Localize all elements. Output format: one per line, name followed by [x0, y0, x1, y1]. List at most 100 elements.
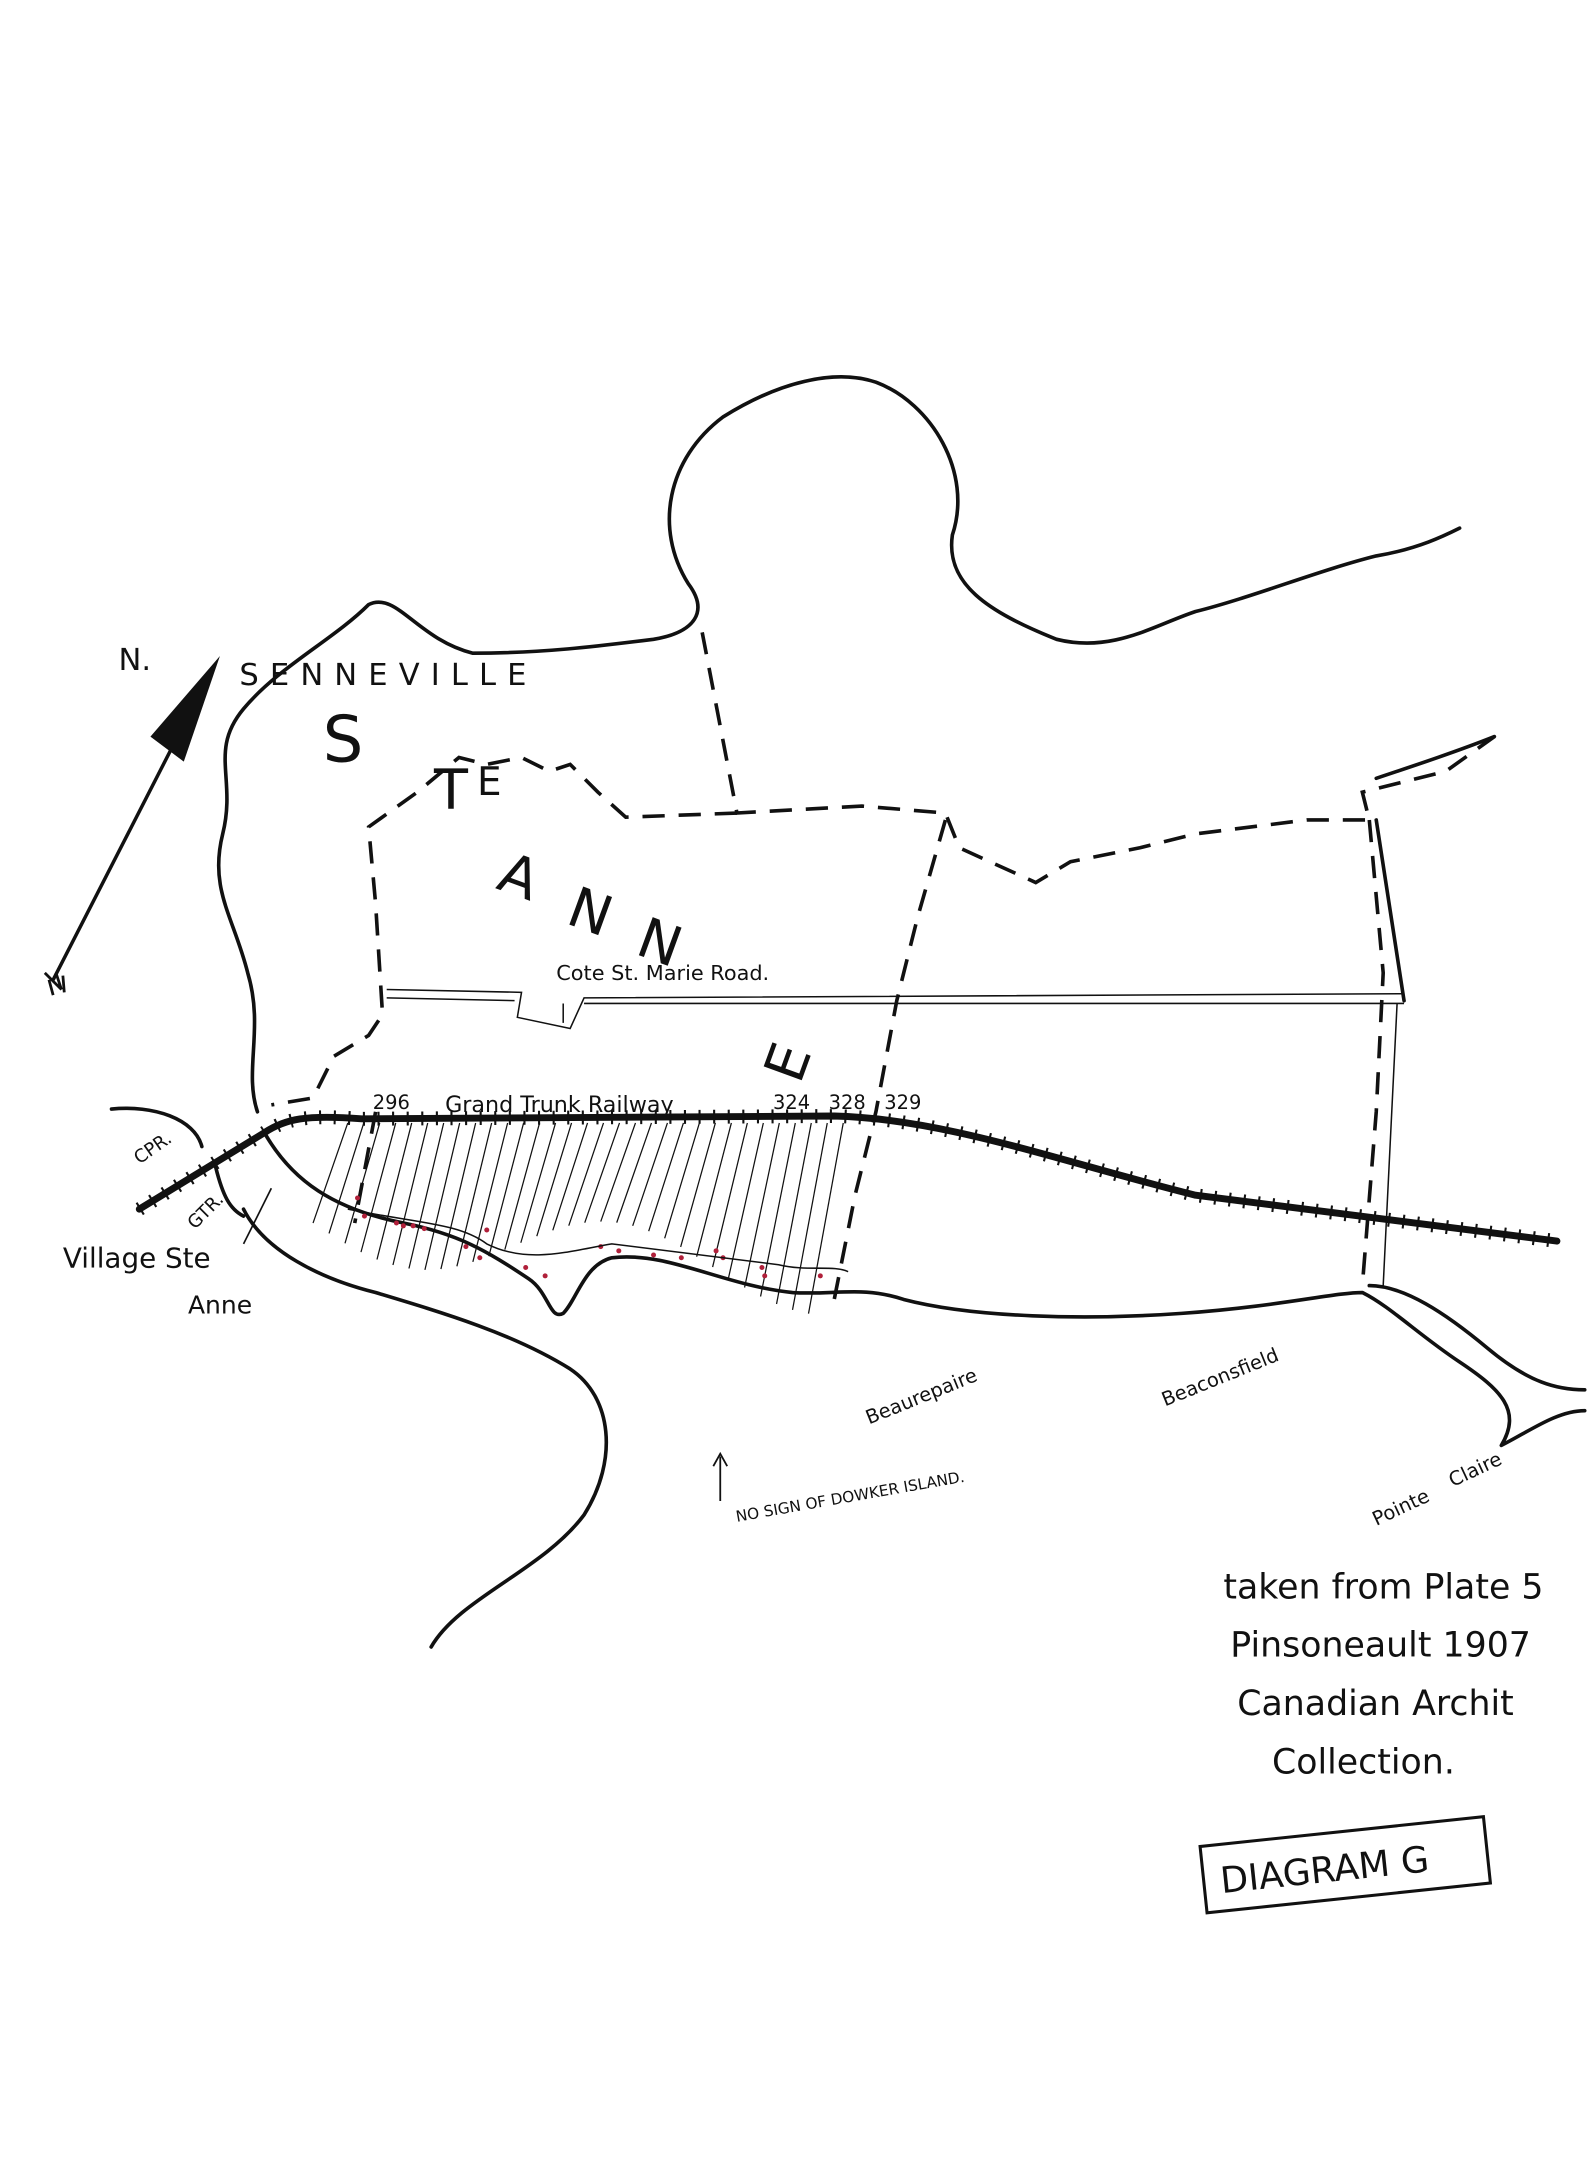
lot-line: [727, 1122, 764, 1278]
house-dot: [523, 1265, 529, 1271]
house-dot: [616, 1248, 622, 1254]
road-label: Cote St. Marie Road.: [556, 961, 769, 985]
lot-line: [344, 1122, 381, 1244]
lot-line: [632, 1122, 669, 1227]
cpr-label: CPR.: [130, 1128, 176, 1169]
west-shore: [241, 1207, 609, 1649]
lot-line: [664, 1122, 701, 1239]
house-dot: [421, 1226, 427, 1232]
lot-line: [472, 1122, 509, 1263]
lot-number-328: 328: [829, 1091, 866, 1114]
house-dot: [361, 1213, 367, 1219]
pointe-label: Pointe: [1369, 1484, 1433, 1530]
source-line: Canadian Archit: [1237, 1684, 1514, 1724]
boundary-east-2: [1360, 819, 1386, 1286]
lot-line: [712, 1122, 748, 1268]
north-label: N.: [118, 643, 151, 678]
lot-line: [568, 1122, 605, 1226]
ste-anne-label: S T E A N N E: [323, 704, 825, 1091]
lot-line: [376, 1122, 413, 1260]
lot-line: [600, 1122, 637, 1222]
lot-line: [759, 1122, 796, 1297]
up-arrow-icon: [712, 1451, 728, 1501]
lot-number-329: 329: [884, 1091, 921, 1114]
house-dot: [400, 1223, 406, 1229]
beaconsfield-label: Beaconsfield: [1158, 1343, 1282, 1411]
lot-line: [312, 1122, 349, 1224]
cote-st-marie-road: [386, 988, 1405, 1286]
lot-line: [488, 1122, 525, 1257]
gtr-label: GTR.: [184, 1189, 229, 1234]
house-dot: [759, 1265, 765, 1271]
source-line: Pinsoneault 1907: [1230, 1626, 1531, 1666]
lot-line: [791, 1122, 828, 1310]
south-shore: [262, 1130, 1587, 1448]
house-dot: [477, 1255, 483, 1261]
lot-line: [552, 1122, 589, 1231]
lot-line: [584, 1122, 621, 1223]
house-dot: [542, 1273, 548, 1279]
house-dot: [484, 1227, 490, 1233]
lot-line: [392, 1122, 429, 1266]
lot-line: [743, 1122, 780, 1288]
house-dot: [678, 1255, 684, 1261]
beaurepaire-label: Beaurepaire: [862, 1364, 980, 1430]
house-dot: [463, 1244, 469, 1250]
house-dots: [355, 1195, 823, 1279]
ste-anne-letter: E: [477, 760, 502, 805]
ste-anne-letter: T: [433, 758, 469, 823]
source-line: Collection.: [1272, 1742, 1455, 1782]
lot-line: [408, 1122, 445, 1269]
lot-line: [680, 1122, 716, 1248]
village-label-line2: Anne: [188, 1290, 252, 1319]
boundary-east-2b: [1374, 818, 1406, 1003]
boundary-west-village: [352, 1111, 378, 1224]
lot-line: [616, 1122, 653, 1223]
lot-lines: [312, 1122, 844, 1314]
house-dot: [762, 1273, 768, 1279]
diagram-label-box: DIAGRAM G: [1198, 1815, 1493, 1915]
lot-line: [520, 1122, 557, 1243]
left-shore-lower: [213, 1165, 246, 1218]
boundary-east-1: [832, 819, 948, 1300]
house-dot: [817, 1273, 823, 1279]
lot-line: [504, 1122, 541, 1250]
house-dot: [355, 1195, 361, 1201]
lot-line: [775, 1122, 812, 1305]
lot-number-324: 324: [773, 1091, 810, 1114]
house-dot: [651, 1252, 657, 1258]
lot-line: [328, 1122, 365, 1234]
lot-line: [807, 1122, 844, 1314]
lot-line: [696, 1122, 732, 1257]
house-dot: [393, 1220, 399, 1226]
claire-label: Claire: [1445, 1447, 1505, 1491]
lot-line: [536, 1122, 573, 1237]
lot-line: [648, 1122, 685, 1232]
senneville-label: SENNEVILLE: [239, 658, 537, 693]
ste-anne-letter: A: [490, 840, 548, 914]
house-dot: [410, 1223, 416, 1229]
lot-line: [360, 1122, 397, 1253]
west-land: [109, 1106, 204, 1149]
boundary-dashed: [700, 632, 1496, 885]
inner-shore: [1367, 1283, 1587, 1392]
village-label-line1: Village Ste: [63, 1242, 211, 1275]
house-dot: [713, 1248, 719, 1254]
ste-anne-letter: E: [752, 1035, 825, 1090]
lot-line: [424, 1122, 461, 1271]
village-pointer: [242, 1187, 273, 1245]
railway-label: Grand Trunk Railway: [445, 1092, 674, 1118]
lot-line: [456, 1122, 493, 1267]
coastline-east: [1374, 734, 1497, 781]
boundary-ste-anne: [271, 755, 738, 1107]
coastline-north: [216, 375, 1462, 1114]
north-arrow-icon: [43, 655, 220, 996]
source-line: taken from Plate 5: [1223, 1567, 1543, 1607]
ste-anne-letter: S: [323, 704, 364, 778]
lot-number-296: 296: [373, 1091, 410, 1114]
ste-anne-letter: N: [559, 875, 620, 950]
island-note: NO SIGN OF DOWKER ISLAND.: [735, 1468, 966, 1526]
lot-line: [440, 1122, 477, 1270]
railway-ties: [135, 1109, 1558, 1248]
